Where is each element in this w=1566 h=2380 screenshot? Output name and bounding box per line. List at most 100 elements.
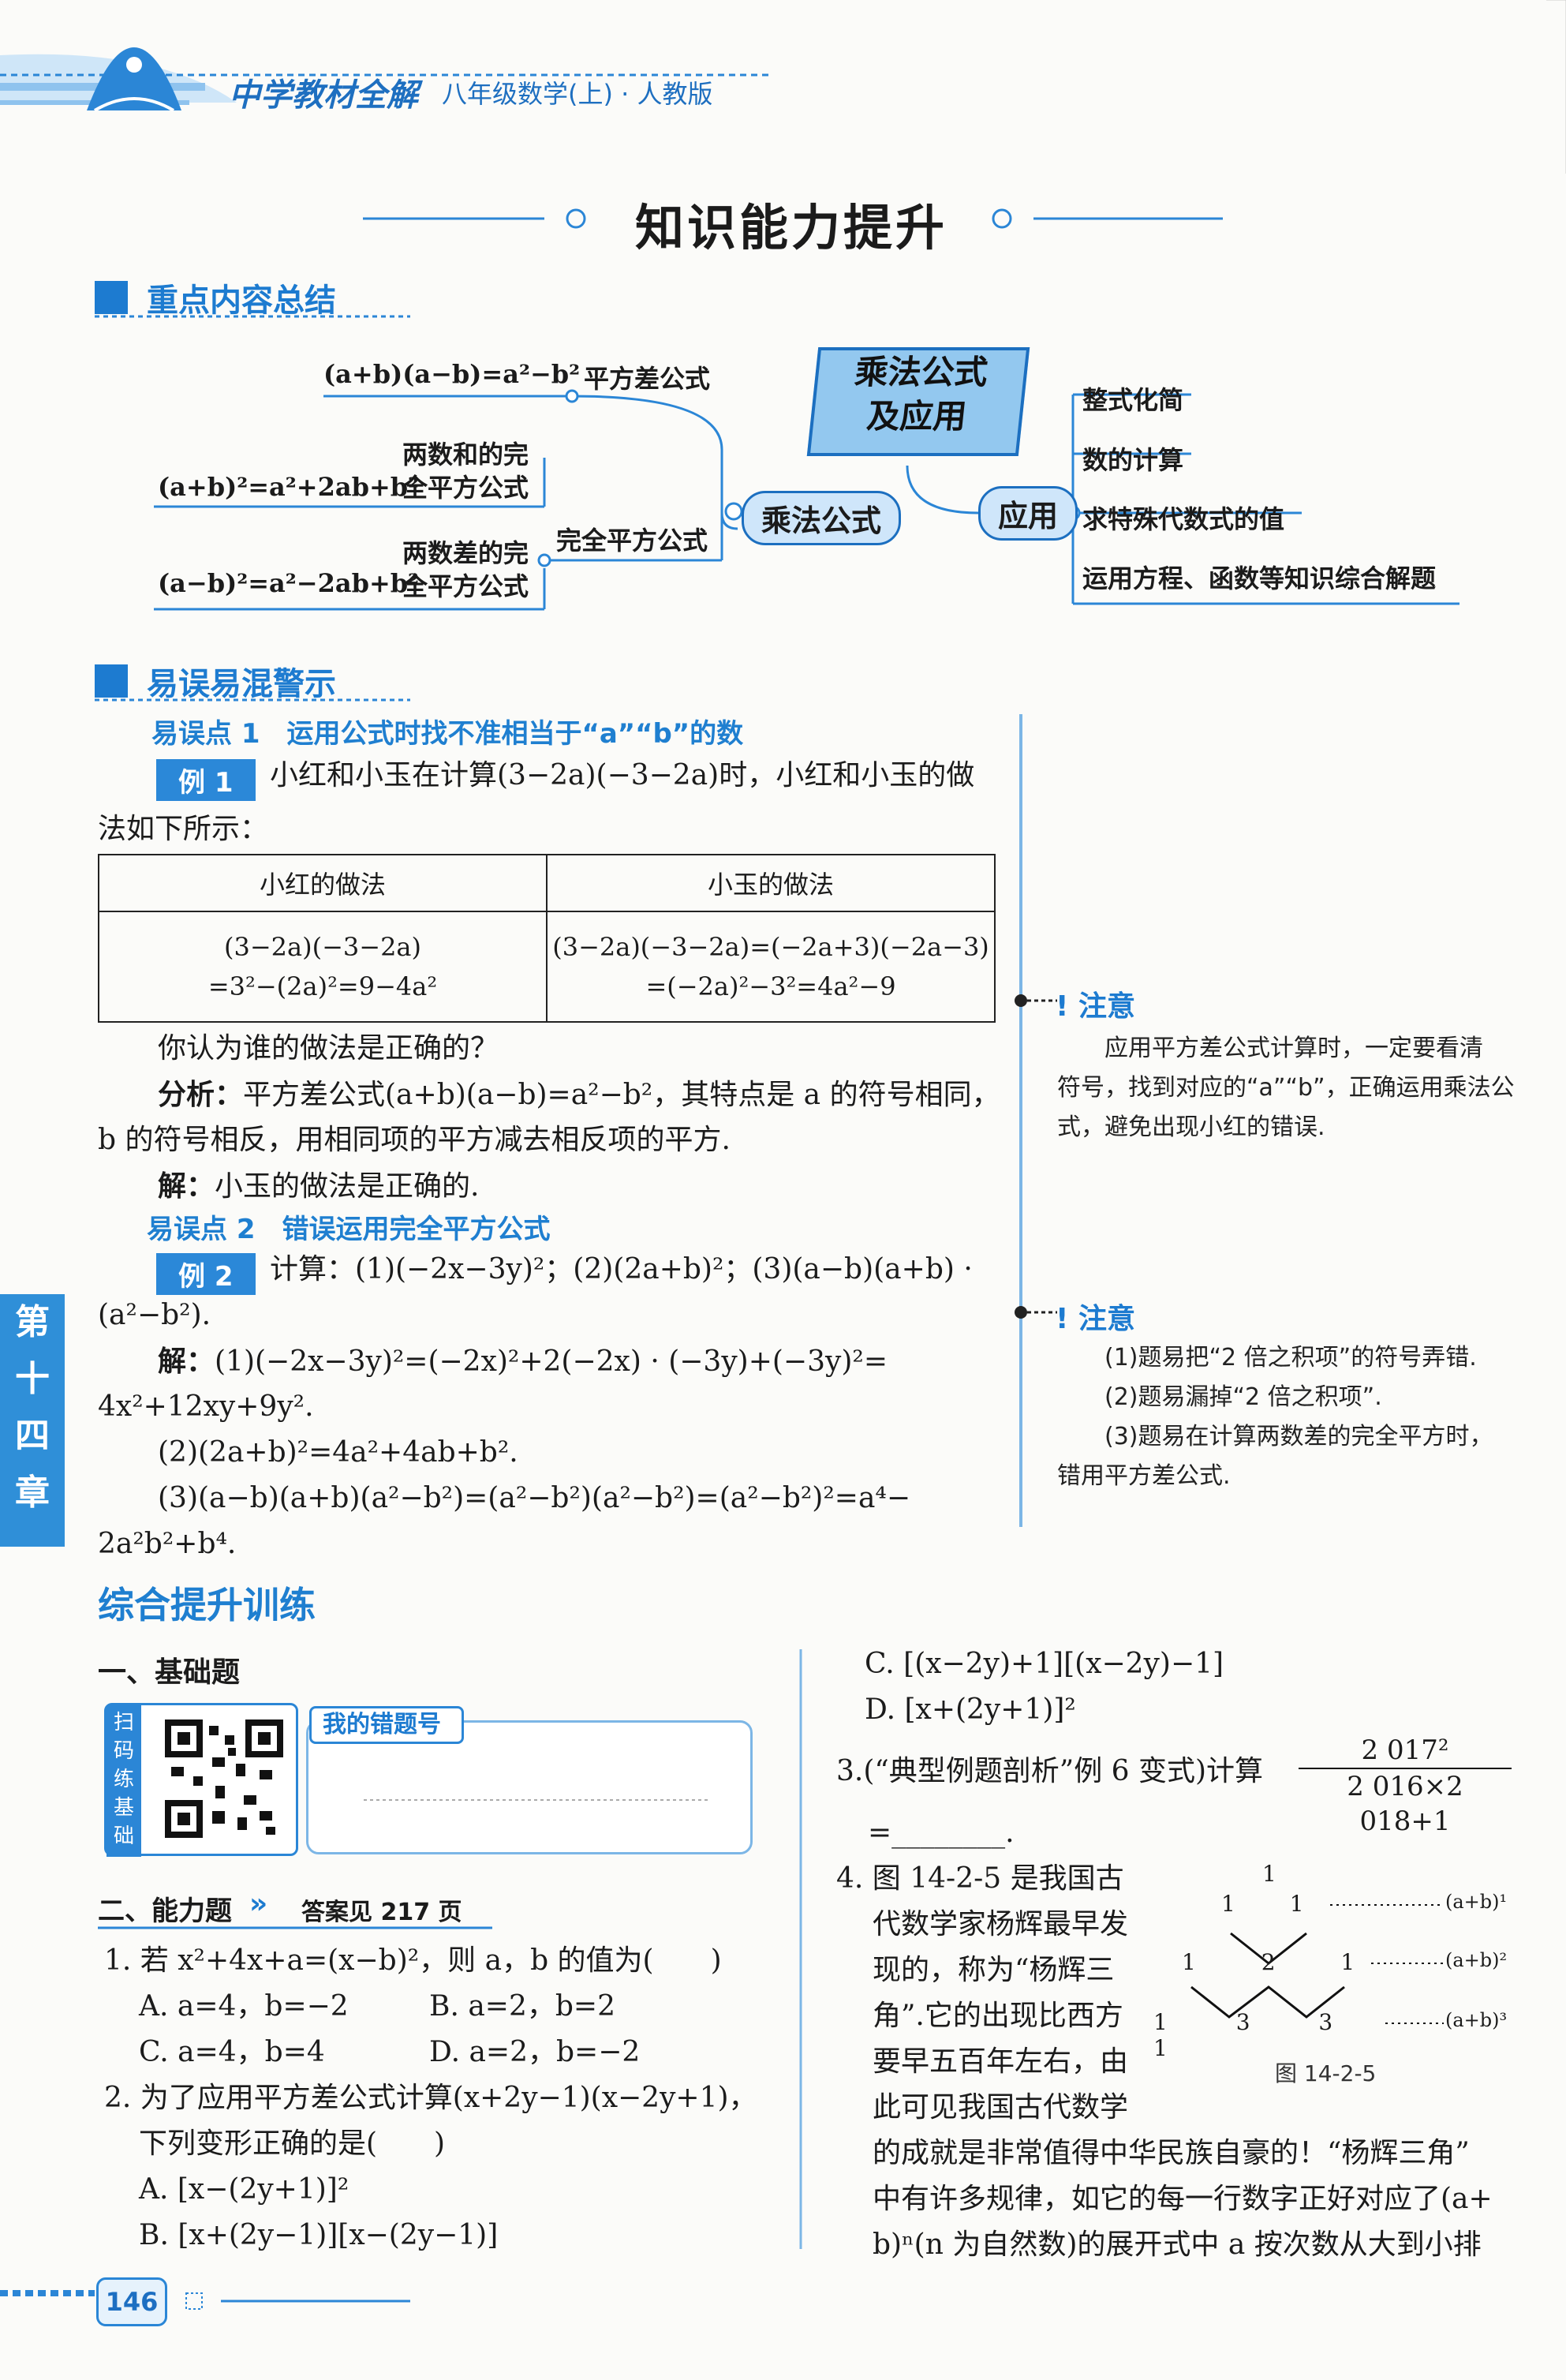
triangle-label-3: (a+b)³ — [1445, 2009, 1508, 2031]
note-title-text: 注意 — [1078, 990, 1135, 1023]
q2-option-b: B. [x+(2y−1)][x−(2y−1)] — [139, 2219, 499, 2251]
question-text: 你认为谁的做法是正确的？ — [158, 1032, 499, 1065]
question-2-cont: 下列变形正确的是( ) — [139, 2127, 446, 2160]
cell-line: =(−2a)²−3²=4a²−9 — [645, 971, 896, 1001]
q2-option-c: C. [(x−2y)+1][(x−2y)−1] — [865, 1648, 1224, 1680]
q4-line: 现的，称为“杨辉三 — [873, 1954, 1115, 1986]
triangle-row-3: 1 3 3 1 — [1153, 2009, 1333, 2061]
table-header: 小红的做法 — [98, 854, 548, 912]
page-number: 146 — [96, 2277, 167, 2326]
chapter-tab-char: 第 — [15, 1302, 50, 1342]
q2-option-a: A. [x−(2y+1)]² — [139, 2173, 349, 2206]
book-subtitle: 八年级数学(上) · 人教版 — [442, 79, 713, 109]
solution-line: 解：小玉的做法是正确的. — [158, 1163, 479, 1210]
heading-underline — [95, 698, 410, 702]
app-item-4: 运用方程、函数等知识综合解题 — [1082, 563, 1437, 593]
book-title: 中学教材全解 — [229, 77, 418, 114]
comparison-table: 小红的做法 小玉的做法 (3−2a)(−3−2a) =3²−(2a)²=9−4a… — [98, 854, 996, 1023]
solution-text: 小玉的做法是正确的. — [215, 1170, 480, 1203]
mistake-point-2: 易误点 2 错误运用完全平方公式 — [147, 1214, 551, 1245]
cell-line: (3−2a)(−3−2a)=(−2a+3)(−2a−3) — [552, 932, 989, 962]
question-4: 4. 图 14-2-5 是我国古 代数学家杨辉最早发 现的，称为“杨辉三 角”.… — [836, 1856, 1128, 2131]
qr-label-char: 基 — [113, 1796, 134, 1820]
solution-2-line-3: (2)(2a+b)²=4a²+4ab+b². — [158, 1436, 518, 1469]
perfect-square-label: 完全平方公式 — [556, 526, 708, 556]
q4-cont-line: 的成就是非常值得中华民族自豪的！“杨辉三角” — [873, 2137, 1470, 2169]
triangle-row-2: 1 2 1 — [1182, 1949, 1355, 1975]
note-1-line: 符号，找到对应的“a”“b”，正确运用乘法公 — [1057, 1074, 1515, 1102]
solution-label: 解： — [158, 1169, 215, 1203]
q4-cont-line: b)ⁿ(n 为自然数)的展开式中 a 按次数从大到小排 — [873, 2228, 1482, 2261]
q4-line: 此可见我国古代数学 — [873, 2091, 1129, 2124]
mind-map-center: 乘法公式 及应用 — [806, 347, 1030, 456]
note-1-line: 应用平方差公式计算时，一定要看清 — [1104, 1035, 1483, 1062]
chapter-tab: 第 十 四 章 — [0, 1294, 65, 1547]
app-item-3: 求特殊代数式的值 — [1082, 504, 1285, 534]
solution-2-line-2: 4x²+12xy+9y². — [98, 1390, 314, 1423]
header-banner — [0, 0, 1566, 174]
qr-card[interactable]: 扫 码 练 基 础 — [104, 1703, 298, 1857]
title-decoration — [363, 208, 1223, 229]
question-2: 2. 为了应用平方差公式计算(x+2y−1)(x−2y+1)， — [104, 2082, 757, 2114]
example-2-text-2: (a²−b²). — [98, 1299, 211, 1331]
solution-2-text: (1)(−2x−3y)²=(−2x)²+2(−2x) · (−3y)+(−3y)… — [215, 1345, 888, 1378]
center-line-1: 乘法公式 — [853, 353, 990, 391]
chapter-tab-char: 十 — [15, 1359, 50, 1399]
diff-square2-formula: (a−b)²=a²−2ab+b² — [158, 568, 420, 598]
double-chevron-icon: » — [249, 1888, 268, 1920]
analysis-line-2: b 的符号相反，用相同项的平方减去相反项的平方. — [98, 1124, 731, 1156]
question-3: 3.(“典型例题剖析”例 6 变式)计算 — [836, 1755, 1264, 1787]
q4-line: 角”.它的出现比西方 — [873, 2000, 1123, 2032]
example-1-text: 小红和小玉在计算(3−2a)(−3−2a)时，小红和小玉的做 — [270, 759, 975, 791]
qr-label-char: 扫 — [113, 1711, 134, 1734]
column-divider — [799, 1649, 802, 2249]
q1-option-d: D. a=2，b=−2 — [429, 2036, 641, 2068]
solution-2-line-4: (3)(a−b)(a+b)(a²−b²)=(a²−b²)(a²−b²)=(a²−… — [158, 1482, 910, 1514]
qr-label-char: 础 — [113, 1824, 134, 1848]
table-header: 小玉的做法 — [546, 854, 996, 912]
qr-label: 扫 码 练 基 础 — [107, 1705, 141, 1857]
example-2-tag: 例 2 — [156, 1253, 256, 1295]
q1-option-b: B. a=2，b=2 — [429, 1990, 615, 2023]
center-line-2: 及应用 — [865, 397, 969, 436]
app-item-1: 整式化简 — [1082, 385, 1184, 415]
q3-fraction: 2 017² 2 016×2 018+1 — [1299, 1733, 1512, 1839]
q2-option-d: D. [x+(2y+1)]² — [865, 1693, 1076, 1726]
analysis-line: 分析：平方差公式(a+b)(a−b)=a²−b²，其特点是 a 的符号相同， — [158, 1072, 1000, 1118]
q3-blank[interactable]: =________. — [868, 1817, 1015, 1849]
cell-line: =3²−(2a)²=9−4a² — [207, 971, 438, 1001]
note-2: (1)题易把“2 倍之积项”的符号弄错. (2)题易漏掉“2 倍之积项”. (3… — [1057, 1338, 1515, 1496]
triangle-row-1: 1 1 — [1221, 1891, 1304, 1917]
sum-square-label-1: 两数和的完 — [402, 440, 529, 470]
answer-reference: 答案见 217 页 — [301, 1899, 462, 1926]
section-arrow-icon — [95, 281, 128, 314]
ability-underline — [98, 1926, 492, 1929]
q1-option-a: A. a=4，b=−2 — [139, 1990, 349, 2023]
app-item-2: 数的计算 — [1082, 445, 1184, 475]
sum-square-formula: (a+b)²=a²+2ab+b² — [158, 472, 420, 502]
note-title-text: 注意 — [1078, 1303, 1135, 1335]
q4-line: 代数学家杨辉最早发 — [873, 1908, 1129, 1940]
diff-square-label: 平方差公式 — [584, 364, 711, 394]
dotted-line — [364, 1799, 711, 1801]
note-2-title: ! 注意 — [1056, 1303, 1135, 1335]
chapter-tab-char: 四 — [15, 1416, 50, 1456]
note-2-line: (2)题易漏掉“2 倍之积项”. — [1104, 1383, 1382, 1411]
note-1: 应用平方差公式计算时，一定要看清 符号，找到对应的“a”“b”，正确运用乘法公 … — [1057, 1029, 1515, 1147]
analysis-label: 分析： — [158, 1078, 244, 1111]
solution-2-line-5: 2a²b²+b⁴. — [98, 1528, 237, 1560]
wrong-number-label: 我的错题号 — [309, 1706, 464, 1744]
sum-square-label: 两数和的完 全平方公式 — [402, 438, 529, 504]
book-logo-icon — [87, 47, 181, 112]
note-divider — [1015, 714, 1057, 1527]
section-title: 知识能力提升 — [635, 199, 948, 256]
note-2-line: 错用平方差公式. — [1057, 1462, 1231, 1490]
training-heading: 综合提升训练 — [98, 1584, 316, 1626]
qr-label-char: 码 — [113, 1739, 134, 1763]
heading-underline — [95, 315, 410, 318]
q4-line: 4. 图 14-2-5 是我国古 — [836, 1862, 1124, 1895]
solution-2-line-1: 解：(1)(−2x−3y)²=(−2x)²+2(−2x) · (−3y)+(−3… — [158, 1338, 888, 1385]
chapter-tab-char: 章 — [15, 1473, 50, 1513]
node-application: 应用 — [978, 486, 1078, 541]
qr-code-icon — [165, 1720, 283, 1838]
